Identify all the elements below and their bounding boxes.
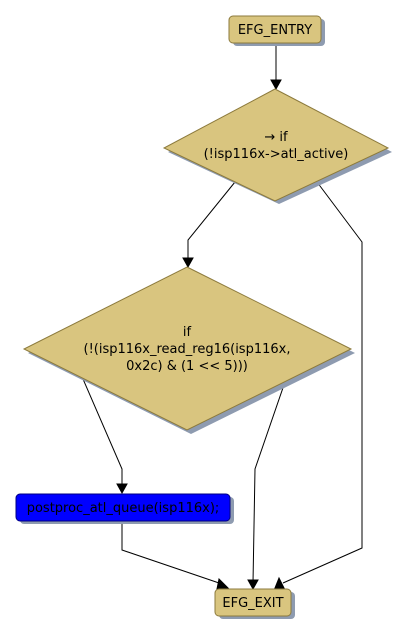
edge-cond1-to-exit [282,181,363,584]
arrowhead-call [116,483,128,495]
condition-read-reg-line1: if [183,325,192,340]
exit-node-label: EFG_EXIT [222,596,283,611]
edge-call-to-exit [121,524,223,585]
condition-atl-active-line2: (!isp116x->atl_active) [204,147,349,162]
condition-atl-active-line1: → if [264,130,288,145]
condition-atl-active-node: → if (!isp116x->atl_active) [162,88,392,204]
postproc-call-label: postproc_atl_queue(isp116x); [27,501,220,516]
condition-read-reg-node: if (!(isp116x_read_reg16(isp116x, 0x2c) … [22,266,355,434]
entry-node: EFG_ENTRY [228,15,325,46]
condition-atl-active-diamond [162,88,390,202]
entry-node-box [228,15,322,44]
arrowhead-exit-left [216,577,230,590]
edges [82,45,363,591]
exit-node: EFG_EXIT [214,588,295,619]
arrowhead-cond1 [270,79,282,91]
arrowhead-cond2 [182,257,194,269]
condition-read-reg-line3: 0x2c) & (1 << 5))) [126,359,248,374]
postproc-call-box [15,493,231,522]
entry-node-label: EFG_ENTRY [238,23,312,38]
edge-cond2-to-exit [252,378,287,584]
condition-read-reg-line2: (!(isp116x_read_reg16(isp116x, [84,342,291,357]
edge-cond2-to-call [82,378,123,486]
arrowhead-exit-mid [247,579,259,591]
edge-cond1-to-cond2 [187,181,236,260]
arrowhead-exit-right [274,576,285,589]
exit-node-box [214,588,292,617]
postproc-call-node: postproc_atl_queue(isp116x); [15,493,234,524]
condition-read-reg-diamond [22,266,353,431]
